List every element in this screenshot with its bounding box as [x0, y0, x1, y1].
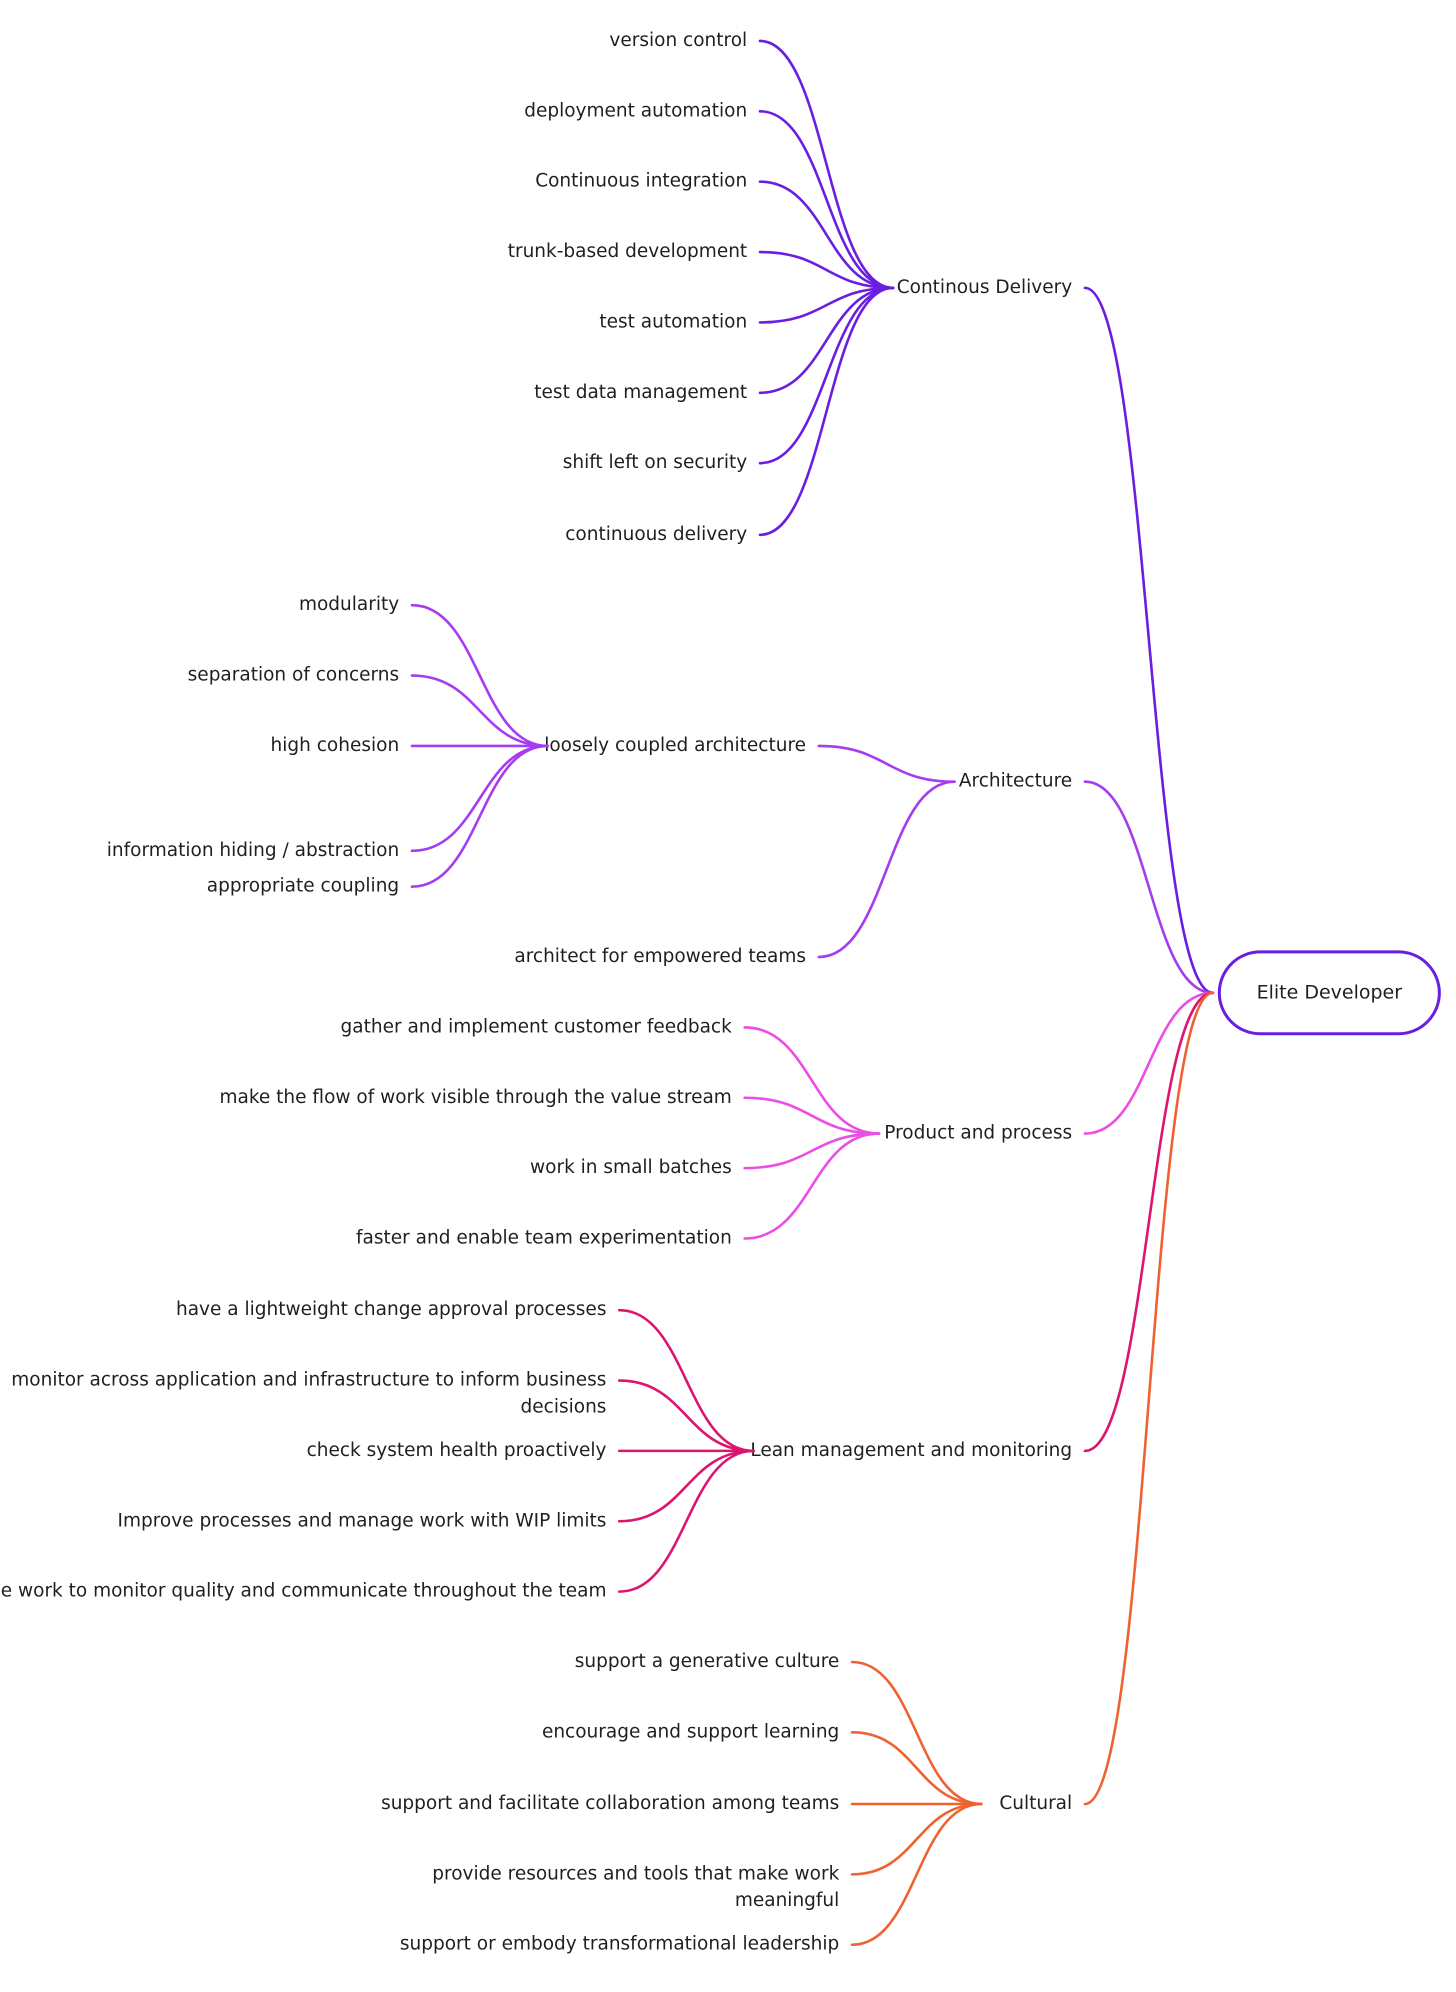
link-lean-management-leaf-0: [617, 1308, 755, 1453]
link-root-cultural: [1083, 991, 1215, 1806]
leaf-cultural-1[interactable]: encourage and support learning: [542, 1721, 839, 1742]
leaf-loosely-coupled-0[interactable]: modularity: [299, 594, 399, 615]
link-loosely-coupled-leaf-0: [410, 603, 549, 748]
leaf-lean-management-1-line: monitor across application and infrastru…: [11, 1370, 606, 1391]
leaf-cultural-4[interactable]: support or embody transformational leade…: [400, 1934, 839, 1955]
leaf-lean-management-4[interactable]: visualize work to monitor quality and co…: [0, 1581, 606, 1602]
branch-cultural[interactable]: Cultural: [999, 1793, 1072, 1814]
leaf-continuous-delivery-2[interactable]: Continuous integration: [535, 171, 747, 192]
link-lean-management-leaf-1: [617, 1379, 755, 1453]
leaf-cultural-2[interactable]: support and facilitate collaboration amo…: [381, 1793, 839, 1814]
link-loosely-coupled-leaf-3: [410, 744, 549, 853]
leaf-continuous-delivery-4[interactable]: test automation: [599, 311, 747, 332]
leaf-continuous-delivery-7[interactable]: continuous delivery: [565, 524, 747, 545]
leaf-lean-management-1[interactable]: monitor across application and infrastru…: [11, 1370, 606, 1418]
link-lean-management-leaf-3: [617, 1449, 755, 1523]
link-continuous-delivery-leaf-5: [758, 286, 895, 395]
link-continuous-delivery-leaf-0: [758, 39, 895, 290]
link-root-architecture: [1083, 780, 1215, 995]
leaf-lean-management-1-line: decisions: [521, 1396, 607, 1417]
link-continuous-delivery-leaf-7: [758, 286, 895, 537]
link-loosely-coupled-leaf-1: [410, 674, 549, 748]
leaf-product-and-process-0[interactable]: gather and implement customer feedback: [341, 1016, 733, 1037]
root-node-pill[interactable]: [1217, 950, 1441, 1036]
link-cultural-leaf-3: [850, 1802, 983, 1876]
link-lean-management-leaf-4: [617, 1449, 755, 1593]
link-continuous-delivery-leaf-2: [758, 180, 895, 290]
link-continuous-delivery-leaf-6: [758, 286, 895, 465]
leaf-product-and-process-1[interactable]: make the flow of work visible through th…: [220, 1087, 732, 1108]
root-node-label[interactable]: Elite Developer: [1257, 981, 1403, 1003]
branch-lean-management[interactable]: Lean management and monitoring: [750, 1440, 1072, 1461]
leaf-cultural-3-line: provide resources and tools that make wo…: [432, 1863, 839, 1884]
link-product-and-process-leaf-2: [743, 1132, 881, 1170]
leaf-continuous-delivery-6[interactable]: shift left on security: [563, 452, 748, 473]
link-cultural-leaf-4: [850, 1802, 983, 1947]
leaf-cultural-0[interactable]: support a generative culture: [575, 1651, 840, 1672]
link-root-product-and-process: [1083, 991, 1215, 1135]
subnode-architecture-0[interactable]: loosely coupled architecture: [544, 735, 806, 756]
branch-architecture[interactable]: Architecture: [959, 771, 1072, 792]
leaf-continuous-delivery-0[interactable]: version control: [609, 30, 747, 51]
leaf-continuous-delivery-3[interactable]: trunk-based development: [508, 241, 747, 262]
leaf-lean-management-3[interactable]: Improve processes and manage work with W…: [118, 1510, 607, 1531]
leaf-cultural-3-line: meaningful: [735, 1890, 839, 1911]
branch-product-and-process[interactable]: Product and process: [884, 1123, 1072, 1144]
link-product-and-process-leaf-3: [743, 1132, 881, 1240]
link-continuous-delivery-leaf-4: [758, 286, 895, 324]
link-cultural-leaf-1: [850, 1731, 983, 1806]
leaf-continuous-delivery-1[interactable]: deployment automation: [524, 100, 747, 121]
link-product-and-process-leaf-1: [743, 1096, 881, 1135]
link-loosely-coupled-leaf-4: [410, 744, 549, 888]
link-root-lean-management: [1083, 991, 1215, 1453]
link-product-and-process-leaf-0: [743, 1026, 881, 1135]
leaf-lean-management-0[interactable]: have a lightweight change approval proce…: [176, 1299, 606, 1320]
leaf-cultural-3[interactable]: provide resources and tools that make wo…: [432, 1863, 839, 1911]
link-continuous-delivery-leaf-3: [758, 250, 895, 290]
link-architecture-sub-0: [817, 744, 956, 784]
leaf-loosely-coupled-3[interactable]: information hiding / abstraction: [107, 840, 399, 861]
link-continuous-delivery-leaf-1: [758, 110, 895, 290]
subnode-architecture-1[interactable]: architect for empowered teams: [514, 946, 806, 967]
link-cultural-leaf-0: [850, 1660, 983, 1806]
leaf-loosely-coupled-2[interactable]: high cohesion: [271, 735, 400, 756]
leaf-product-and-process-2[interactable]: work in small batches: [530, 1157, 732, 1178]
leaf-continuous-delivery-5[interactable]: test data management: [534, 382, 747, 403]
leaf-product-and-process-3[interactable]: faster and enable team experimentation: [356, 1227, 732, 1248]
leaf-loosely-coupled-1[interactable]: separation of concerns: [188, 665, 400, 686]
link-root-continuous-delivery: [1083, 286, 1215, 995]
branch-continuous-delivery[interactable]: Continous Delivery: [897, 277, 1072, 298]
link-architecture-sub-1: [817, 780, 956, 959]
leaf-lean-management-2[interactable]: check system health proactively: [307, 1440, 607, 1461]
leaf-loosely-coupled-4[interactable]: appropriate coupling: [207, 876, 399, 897]
